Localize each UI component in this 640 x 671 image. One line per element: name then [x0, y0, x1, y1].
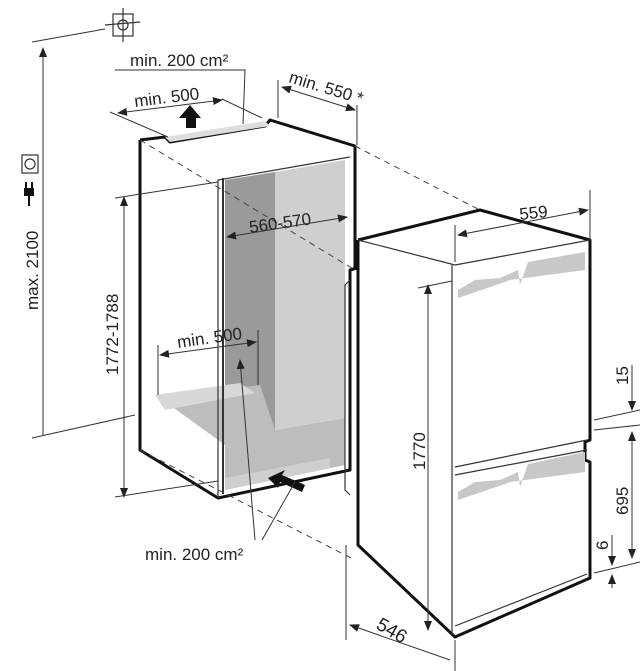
depth-clearance-dimension — [281, 85, 356, 112]
top-vent-leader — [115, 69, 246, 125]
hidden-edge — [139, 139, 356, 271]
lower-door-handle — [458, 452, 585, 500]
lower-door-height-label: 695 — [613, 487, 632, 515]
ceiling-line — [31, 28, 106, 43]
top-vent — [165, 121, 270, 142]
niche-inner-edge — [222, 178, 224, 494]
gap-upper-label: 15 — [613, 366, 632, 385]
appliance-height-label: 1770 — [410, 432, 429, 470]
top-vent-area-label: min. 200 cm² — [130, 51, 229, 70]
gap-lower-label: 6 — [593, 541, 612, 550]
appliance-depth-dimension — [349, 624, 451, 661]
bottom-vent-width-dimension — [159, 339, 257, 358]
projection-line — [354, 145, 481, 211]
upper-door-handle — [458, 252, 585, 298]
door-split — [454, 439, 588, 468]
appliance-width-dimension — [457, 207, 589, 238]
projection-line — [139, 449, 356, 561]
niche-floor — [160, 385, 345, 490]
niche-height-label: 1772-1788 — [103, 294, 122, 375]
niche-width-dimension — [226, 214, 348, 240]
top-vent-width-dimension — [117, 97, 223, 116]
depth-clearance-label: min. 550 * — [287, 68, 366, 109]
plug-icon — [24, 182, 34, 206]
niche-front-edge — [217, 156, 351, 498]
airflow-arrow-icon — [179, 105, 201, 128]
niche-back-left — [225, 172, 275, 445]
socket-icon — [21, 154, 39, 174]
bottom-vent — [155, 383, 255, 410]
max-height-label: max. 2100 — [23, 231, 42, 310]
bottom-vent-leader — [236, 359, 256, 541]
airflow-arrow-icon — [268, 470, 305, 492]
appliance-front — [455, 240, 590, 637]
niche-back-right — [275, 160, 345, 430]
floor-line — [31, 414, 136, 439]
ceiling-outlet-icon — [104, 8, 141, 42]
niche-outline — [138, 140, 358, 500]
appliance-depth-label: 546 — [373, 614, 411, 648]
bottom-vent-area-label: min. 200 cm² — [145, 545, 244, 564]
bottom-vent-leader — [261, 481, 296, 541]
